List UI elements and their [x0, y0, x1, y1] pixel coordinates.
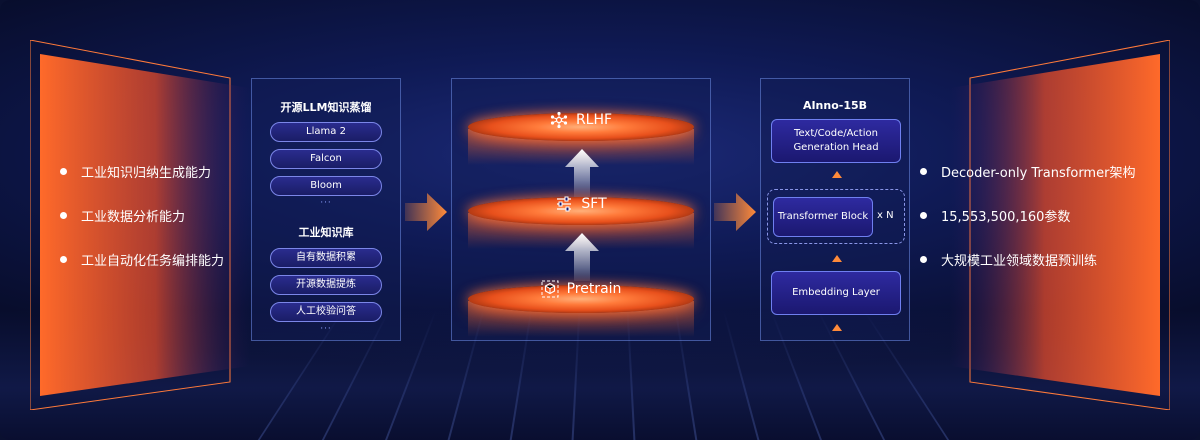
bullet-icon [920, 167, 927, 175]
left-wing-shape [30, 40, 250, 410]
kb-title: 工业知识库 [298, 226, 354, 239]
stage-disc [468, 197, 694, 225]
transformer-block-box: Transformer Block [773, 197, 873, 237]
feature-item: 工业数据分析能力 [60, 204, 224, 226]
feature-item: 工业知识归纳生成能力 [60, 160, 224, 182]
up-arrow-icon [565, 233, 599, 281]
stage-sft: SFT [452, 195, 710, 213]
model-panel: AInno-15B Text/Code/Action Generation He… [760, 78, 910, 341]
model-pill: Llama 2 [270, 122, 382, 142]
model-pill: Falcon [270, 149, 382, 169]
feature-item: Decoder-only Transformer架构 [920, 160, 1135, 182]
cube-icon [541, 280, 559, 298]
kb-pill: 开源数据提炼 [270, 275, 382, 295]
up-triangle-icon [832, 324, 842, 331]
stage-rlhf: RLHF [452, 111, 710, 129]
kb-pill: 人工校验问答 [270, 302, 382, 322]
transformer-group [767, 189, 905, 244]
feature-item: 大规模工业领域数据预训练 [920, 248, 1135, 270]
right-feature-list: Decoder-only Transformer架构 15,553,500,16… [920, 160, 1135, 292]
models-ellipsis: ··· [320, 198, 332, 208]
bullet-icon [60, 167, 67, 175]
sliders-icon [557, 196, 572, 212]
stage-pretrain: Pretrain [452, 280, 710, 298]
training-stages-panel: RLHF SFT [451, 78, 711, 341]
model-pill: Bloom [270, 176, 382, 196]
feature-item: 工业自动化任务编排能力 [60, 248, 224, 270]
stage-disc [468, 113, 694, 141]
feature-item: 15,553,500,160参数 [920, 204, 1135, 226]
distill-title: 开源LLM知识蒸馏 [280, 101, 372, 114]
left-feature-list: 工业知识归纳生成能力 工业数据分析能力 工业自动化任务编排能力 [60, 160, 224, 292]
distill-panel: 开源LLM知识蒸馏 Llama 2 Falcon Bloom ··· 工业知识库… [251, 78, 401, 341]
flow-arrow-icon [714, 193, 756, 231]
bullet-icon [920, 211, 927, 219]
right-feature-wing: Decoder-only Transformer架构 15,553,500,16… [920, 40, 1170, 410]
bullet-icon [920, 255, 927, 263]
repeat-label: x N [877, 210, 894, 221]
model-title: AInno-15B [802, 99, 868, 112]
up-triangle-icon [832, 255, 842, 262]
stage-disc [468, 285, 694, 313]
kb-pill: 自有数据积累 [270, 248, 382, 268]
network-icon [550, 111, 568, 129]
up-arrow-icon [565, 149, 599, 197]
up-triangle-icon [832, 171, 842, 178]
right-wing-shape [950, 40, 1170, 410]
flow-arrow-icon [405, 193, 447, 231]
left-feature-wing: 工业知识归纳生成能力 工业数据分析能力 工业自动化任务编排能力 [30, 40, 260, 410]
bullet-icon [60, 255, 67, 263]
bullet-icon [60, 211, 67, 219]
generation-head-box: Text/Code/Action Generation Head [771, 119, 901, 163]
kb-ellipsis: ··· [320, 324, 332, 334]
embedding-layer-box: Embedding Layer [771, 271, 901, 315]
